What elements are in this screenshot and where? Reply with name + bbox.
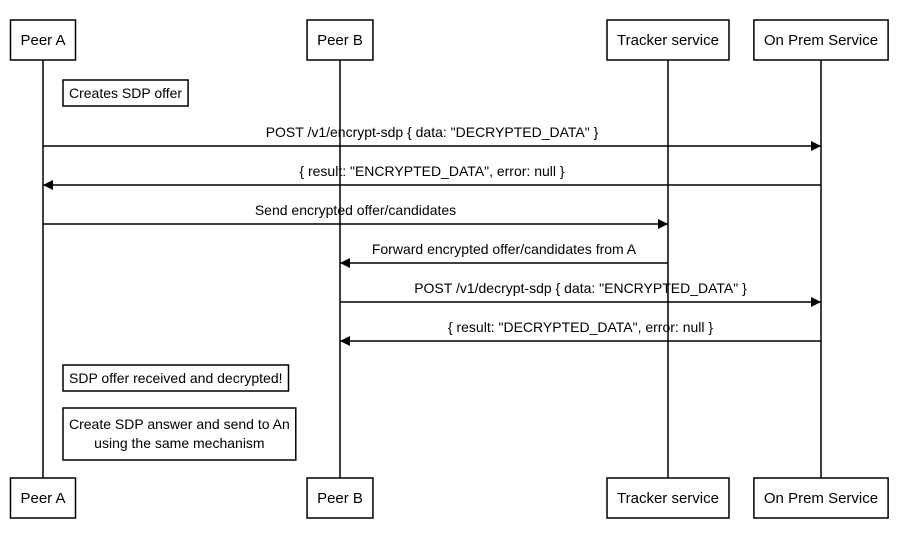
note-text: SDP offer received and decrypted! [69, 370, 283, 386]
participant-box [306, 19, 374, 61]
participant-label: Peer A [20, 32, 65, 49]
note-peer-a: SDP offer received and decrypted! [62, 364, 290, 392]
message-label: POST /v1/decrypt-sdp { data: "ENCRYPTED_… [414, 280, 747, 296]
message-label: Forward encrypted offer/candidates from … [372, 241, 637, 257]
message-peer-a-to-onprem: POST /v1/encrypt-sdp { data: "DECRYPTED_… [43, 124, 821, 151]
message-label: POST /v1/encrypt-sdp { data: "DECRYPTED_… [266, 124, 599, 140]
participant-box [306, 477, 374, 519]
message-tracker-to-peer-b: Forward encrypted offer/candidates from … [340, 241, 668, 268]
participant-label: On Prem Service [764, 490, 878, 507]
message-label: { result: "DECRYPTED_DATA", error: null … [448, 319, 713, 335]
message-label: { result: "ENCRYPTED_DATA", error: null … [299, 163, 564, 179]
participant-box [606, 19, 730, 61]
message-onprem-to-peer-b: { result: "DECRYPTED_DATA", error: null … [340, 319, 821, 346]
participant-label: Peer B [317, 490, 363, 507]
participant-box [753, 477, 889, 519]
note-peer-a: Creates SDP offer [62, 79, 189, 107]
participant-box [606, 477, 730, 519]
note-text: Create SDP answer and send to An [69, 416, 290, 432]
participant-label: On Prem Service [764, 32, 878, 49]
participant-peer-b-bottom: Peer B [306, 477, 374, 519]
participant-label: Tracker service [617, 32, 719, 49]
participant-peer-a-top: Peer A [9, 19, 77, 61]
note-text: Creates SDP offer [69, 85, 182, 101]
note-box [62, 364, 290, 392]
participant-box [9, 477, 77, 519]
participant-tracker-bottom: Tracker service [606, 477, 730, 519]
message-peer-b-to-onprem: POST /v1/decrypt-sdp { data: "ENCRYPTED_… [340, 280, 821, 307]
participant-peer-a-bottom: Peer A [9, 477, 77, 519]
message-peer-a-to-tracker: Send encrypted offer/candidates [43, 202, 668, 229]
participant-onprem-bottom: On Prem Service [753, 477, 889, 519]
participant-onprem-top: On Prem Service [753, 19, 889, 61]
participant-box [9, 19, 77, 61]
message-onprem-to-peer-a: { result: "ENCRYPTED_DATA", error: null … [43, 163, 821, 190]
note-peer-a: Create SDP answer and send to An using th… [62, 407, 297, 461]
note-box [62, 79, 189, 107]
participant-label: Peer A [20, 490, 65, 507]
message-label: Send encrypted offer/candidates [255, 202, 456, 218]
participant-tracker-top: Tracker service [606, 19, 730, 61]
participant-label: Peer B [317, 32, 363, 49]
note-box [62, 407, 297, 461]
participant-box [753, 19, 889, 61]
participant-label: Tracker service [617, 490, 719, 507]
participant-peer-b-top: Peer B [306, 19, 374, 61]
note-text: using the same mechanism [94, 435, 264, 451]
